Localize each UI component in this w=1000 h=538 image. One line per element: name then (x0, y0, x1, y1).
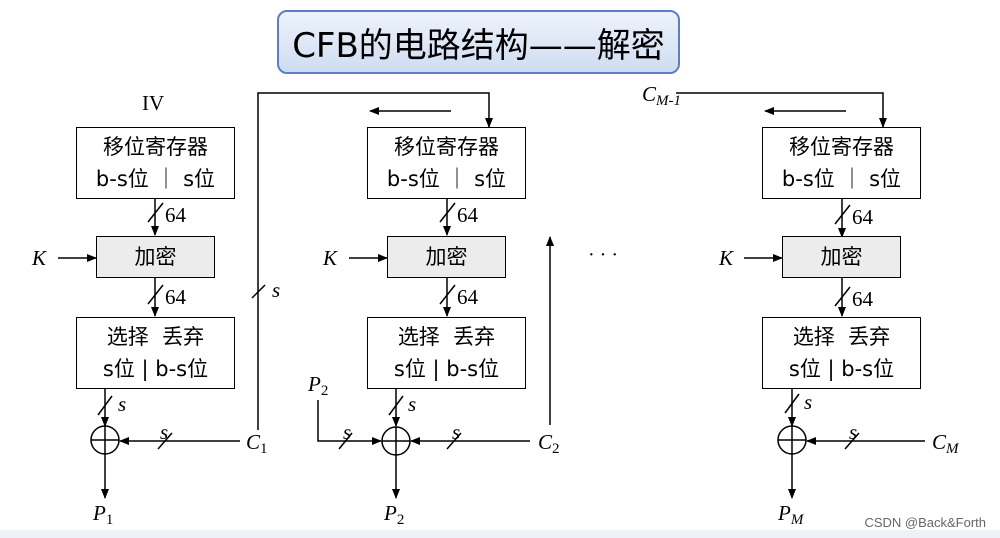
bit-width-label: 64 (852, 287, 873, 311)
slide-title: CFB的电路结构——解密 (277, 10, 680, 74)
slash-64-a-2 (439, 202, 456, 223)
plain-input-label-2: P2 (308, 372, 329, 399)
encrypt-box-m: 加密 (782, 236, 901, 278)
select-bits: s位 | b-s位 (102, 357, 209, 381)
key-label-m: K (719, 246, 734, 270)
encrypt-box-1: 加密 (96, 236, 215, 278)
feedback-line-m (676, 92, 887, 128)
encrypt-label: 加密 (134, 245, 177, 269)
feedback-line-1 (257, 92, 493, 430)
watermark: CSDN @Back&Forth (864, 515, 986, 530)
select-bits: s位 | b-s位 (788, 357, 895, 381)
select-box-m: 选择 丢弃 s位 | b-s位 (762, 317, 921, 389)
cipher-label-m: CM (932, 430, 959, 457)
shift-register-box-2: 移位寄存器 b-s位 ｜ s位 (367, 127, 526, 199)
key-label-2: K (323, 246, 338, 270)
cipher-label-1: C1 (246, 430, 268, 457)
s-bits-label: s (849, 420, 858, 444)
encrypt-box-2: 加密 (387, 236, 506, 278)
shift-register-box-m: 移位寄存器 b-s位 ｜ s位 (762, 127, 921, 199)
iv-label: IV (142, 91, 165, 115)
encrypt-label: 加密 (425, 245, 468, 269)
plain-output-label-m: PM (778, 501, 804, 528)
s-bits-label: s (452, 420, 461, 444)
select-title: 选择 丢弃 (106, 325, 205, 349)
slash-s-1 (97, 395, 113, 416)
s-bits-label: s (408, 392, 417, 416)
shift-register-bits: b-s位 ｜ s位 (781, 167, 902, 191)
ellipsis: · · · (588, 244, 618, 266)
slash-plain-in-2 (338, 432, 353, 450)
shift-register-bits: b-s位 ｜ s位 (95, 167, 216, 191)
slash-64-b-1 (147, 284, 164, 305)
slash-64-b-2 (439, 284, 456, 305)
shift-register-title: 移位寄存器 (789, 135, 894, 159)
slash-64-b-m (834, 286, 851, 307)
select-bits: s位 | b-s位 (393, 357, 500, 381)
slash-64-a-m (834, 204, 851, 225)
s-bits-label: s (118, 392, 127, 416)
cipher-label-2: C2 (538, 430, 560, 457)
bit-width-label: 64 (457, 203, 478, 227)
select-title: 选择 丢弃 (397, 325, 496, 349)
bit-width-label: 64 (457, 285, 478, 309)
bit-width-label: 64 (165, 203, 186, 227)
bit-width-label: 64 (165, 285, 186, 309)
slash-cipher-1 (157, 432, 173, 450)
select-title: 选择 丢弃 (792, 325, 891, 349)
plain-output-label-2: P2 (384, 501, 405, 528)
slash-cipher-m (844, 432, 860, 450)
arrow-plain-in-2 (317, 400, 382, 445)
shift-register-title: 移位寄存器 (394, 135, 499, 159)
slash-cipher-2 (446, 432, 462, 450)
slash-s-m (784, 393, 800, 414)
shift-register-title: 移位寄存器 (103, 135, 208, 159)
select-box-2: 选择 丢弃 s位 | b-s位 (367, 317, 526, 389)
shift-register-box-1: 移位寄存器 b-s位 ｜ s位 (76, 127, 235, 199)
select-box-1: 选择 丢弃 s位 | b-s位 (76, 317, 235, 389)
plain-output-label-1: P1 (93, 501, 114, 528)
feedback-s-label: s (272, 278, 281, 302)
slash-feedback-1 (251, 284, 266, 299)
slash-64-a-1 (147, 202, 164, 223)
s-bits-label: s (160, 420, 169, 444)
encrypt-label: 加密 (820, 245, 863, 269)
key-label-1: K (32, 246, 47, 270)
shift-register-bits: b-s位 ｜ s位 (386, 167, 507, 191)
s-bits-label: s (343, 420, 352, 444)
slash-s-2 (388, 395, 404, 416)
previous-cipher-label: CM-1 (642, 82, 682, 109)
bit-width-label: 64 (852, 205, 873, 229)
s-bits-label: s (804, 390, 813, 414)
